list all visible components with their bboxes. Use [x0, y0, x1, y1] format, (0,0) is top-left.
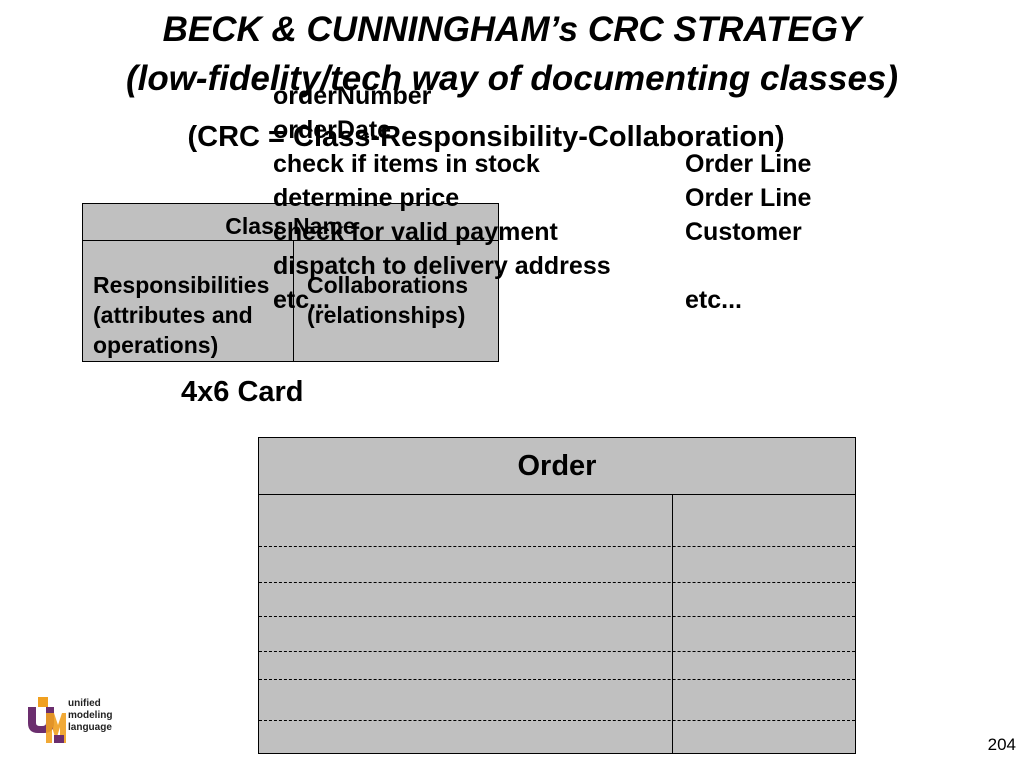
- template-responsibilities-text: Responsibilities (attributes and operati…: [93, 270, 289, 360]
- template-class-name-header: Class Name: [83, 204, 498, 241]
- slide-subtitle: (CRC = Class-Responsibility-Collaboratio…: [187, 121, 785, 153]
- order-responsibility: check if items in stock: [273, 150, 540, 178]
- order-responsibility: orderDate: [273, 116, 392, 144]
- logo-line: modeling: [68, 710, 113, 721]
- template-responsibilities-line: Responsibilities: [93, 272, 270, 298]
- row-separator-dashed: [259, 616, 855, 617]
- order-collaborator: Order Line: [685, 184, 812, 212]
- order-row: etc... etc...: [259, 283, 855, 317]
- template-responsibilities-line: (attributes and: [93, 302, 253, 328]
- order-responsibility: check for valid payment: [273, 218, 558, 246]
- row-separator-dashed: [259, 546, 855, 547]
- row-separator-dashed: [259, 582, 855, 583]
- template-responsibilities-line: operations): [93, 332, 219, 358]
- order-row: orderNumber: [259, 79, 855, 113]
- order-collaborator: Customer: [685, 218, 802, 246]
- row-separator-dashed: [259, 720, 855, 721]
- order-responsibility: orderNumber: [273, 82, 432, 110]
- slide-title-line1: BECK & CUNNINGHAM’s CRC STRATEGY: [162, 10, 862, 49]
- template-collaborations-line: (relationships): [307, 302, 466, 328]
- order-class-name-header: Order: [259, 438, 855, 495]
- uml-logo-icon: [28, 697, 66, 743]
- row-separator-dashed: [259, 651, 855, 652]
- order-row: check for valid payment Customer: [259, 215, 855, 249]
- order-row: check if items in stock Order Line: [259, 147, 855, 181]
- uml-logo-text: unified modeling language: [68, 698, 112, 734]
- order-responsibility: dispatch to delivery address: [273, 252, 611, 280]
- crc-order-card: Order orderNumber orderDate check if items…: [258, 82, 856, 754]
- template-column-divider: [293, 240, 294, 361]
- row-separator-dashed: [259, 679, 855, 680]
- order-collaborator: Order Line: [685, 150, 812, 178]
- slide-title-line2: (low-fidelity/tech way of documenting cl…: [125, 59, 899, 98]
- template-collaborations-line: Collaborations: [307, 272, 469, 298]
- page-number: 204: [987, 735, 1016, 754]
- order-row: determine price Order Line: [259, 181, 855, 215]
- crc-template-card: Class Name Responsibilities (attributes …: [82, 203, 499, 362]
- logo-line: language: [68, 722, 112, 733]
- logo-line: unified: [68, 698, 101, 709]
- order-responsibility: etc...: [273, 286, 330, 314]
- template-collaborations-text: Collaborations (relationships): [307, 270, 497, 330]
- order-row: dispatch to delivery address: [259, 249, 855, 283]
- order-column-divider: [672, 494, 673, 753]
- order-row: orderDate: [259, 113, 855, 147]
- order-collaborator: etc...: [685, 286, 742, 314]
- order-responsibility: determine price: [273, 184, 460, 212]
- card-size-caption: 4x6 Card: [181, 376, 304, 408]
